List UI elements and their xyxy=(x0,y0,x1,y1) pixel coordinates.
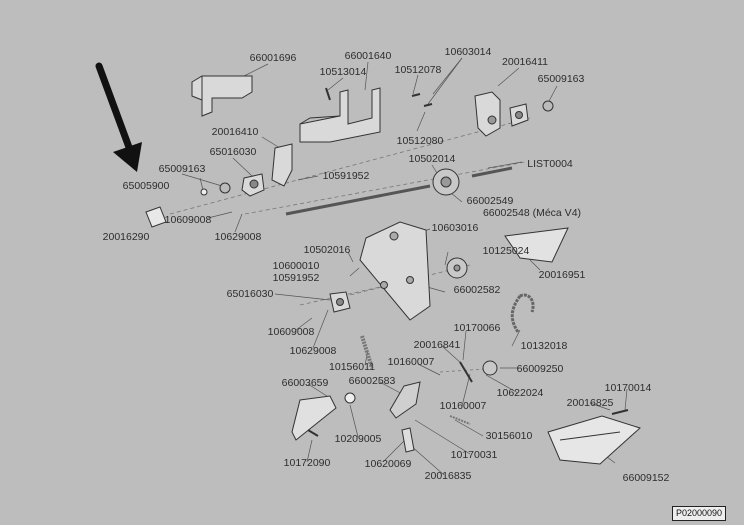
part-label-10160007-lower: 10160007 xyxy=(439,400,487,412)
part-label-66003659: 66003659 xyxy=(281,377,329,389)
part-label-10170014: 10170014 xyxy=(604,382,652,394)
part-label-20016825: 20016825 xyxy=(566,397,614,409)
part-label-65016030-lower: 65016030 xyxy=(226,288,274,300)
plate-20016410-shape xyxy=(271,143,293,187)
leader-lines xyxy=(181,57,628,476)
part-label-10600010: 10600010 xyxy=(272,260,320,272)
part-label-66009250: 66009250 xyxy=(516,363,564,375)
part-label-65016030-upper: 65016030 xyxy=(209,146,257,158)
part-label-20016841: 20016841 xyxy=(413,339,461,351)
collar-65009163-right-shape xyxy=(542,100,554,112)
part-label-10513014: 10513014 xyxy=(319,66,367,78)
part-label-10591952-upper: 10591952 xyxy=(322,170,370,182)
part-label-10603014: 10603014 xyxy=(444,46,492,58)
part-label-66002549: 66002549 xyxy=(466,195,514,207)
pin-10620069-shape xyxy=(401,427,415,453)
part-label-66002548: 66002548 (Méca V4) xyxy=(482,207,582,219)
part-label-10209005: 10209005 xyxy=(334,433,382,445)
shaft-LIST0004-shape xyxy=(471,166,513,178)
tube-20016290-shape xyxy=(145,206,167,228)
part-label-66009152: 66009152 xyxy=(622,472,670,484)
frame-66001640-shape xyxy=(299,87,381,143)
reference-code-box: P02000090 xyxy=(672,506,726,521)
part-label-10512078: 10512078 xyxy=(394,64,442,76)
part-label-10172090: 10172090 xyxy=(283,457,331,469)
part-label-66001696: 66001696 xyxy=(249,52,297,64)
part-label-10622024: 10622024 xyxy=(496,387,544,399)
gear-66009250-shape xyxy=(482,360,498,376)
part-label-10591952-lower: 10591952 xyxy=(272,272,320,284)
pin-65005900-shape xyxy=(200,188,208,196)
part-label-66002583: 66002583 xyxy=(348,375,396,387)
part-label-10609008-upper: 10609008 xyxy=(164,214,212,226)
part-label-65005900: 65005900 xyxy=(122,180,170,192)
part-label-10629008-upper: 10629008 xyxy=(214,231,262,243)
part-label-66001640: 66001640 xyxy=(344,50,392,62)
plate-66002582-shape xyxy=(359,221,431,321)
part-label-20016951: 20016951 xyxy=(538,269,586,281)
part-label-10132018: 10132018 xyxy=(520,340,568,352)
part-label-10609008-lower: 10609008 xyxy=(267,326,315,338)
part-label-10512080: 10512080 xyxy=(396,135,444,147)
part-label-65009163-left: 65009163 xyxy=(158,163,206,175)
part-label-10170066: 10170066 xyxy=(453,322,501,334)
part-label-10156011: 10156011 xyxy=(329,361,375,373)
cover-66009152-shape xyxy=(547,415,641,465)
plate-20016411-shape xyxy=(474,91,501,137)
part-label-10170031: 10170031 xyxy=(450,449,498,461)
part-label-10603016: 10603016 xyxy=(431,222,479,234)
spring-30156010-shape xyxy=(449,415,471,425)
bolt-10170014-shape xyxy=(611,409,629,415)
screw-10603014-shape xyxy=(411,93,421,97)
part-label-10125024: 10125024 xyxy=(482,245,530,257)
shaft-10502014-shape xyxy=(285,184,431,216)
collar-65009163-left-shape xyxy=(219,182,231,194)
part-label-10160007-upper: 10160007 xyxy=(387,356,435,368)
chain-10132018-shape xyxy=(510,293,535,333)
arm-66002583-shape xyxy=(389,381,421,419)
rod-10172090-shape xyxy=(307,429,319,437)
spring-10156011-shape xyxy=(360,335,374,369)
part-label-20016410: 20016410 xyxy=(211,126,259,138)
part-label-66002582: 66002582 xyxy=(453,284,501,296)
lever-66003659-shape xyxy=(291,395,337,441)
part-label-20016290: 20016290 xyxy=(102,231,150,243)
guard-20016951-shape xyxy=(504,227,569,263)
stud-10170066-shape xyxy=(459,361,473,383)
part-label-30156010: 30156010 xyxy=(485,430,533,442)
part-label-20016835: 20016835 xyxy=(424,470,472,482)
pointer-arrow-icon xyxy=(95,62,142,172)
ball-10209005-shape xyxy=(344,392,356,404)
part-label-LIST0004: LIST0004 xyxy=(527,158,573,170)
part-label-10502014: 10502014 xyxy=(408,153,456,165)
part-label-65009163-right: 65009163 xyxy=(537,73,585,85)
screw-10513014-shape xyxy=(325,87,331,101)
part-label-10629008-lower: 10629008 xyxy=(289,345,337,357)
part-label-20016411: 20016411 xyxy=(502,56,548,68)
part-label-10502016: 10502016 xyxy=(303,244,351,256)
part-label-10620069: 10620069 xyxy=(364,458,412,470)
bracket-66001696-shape xyxy=(191,75,253,117)
